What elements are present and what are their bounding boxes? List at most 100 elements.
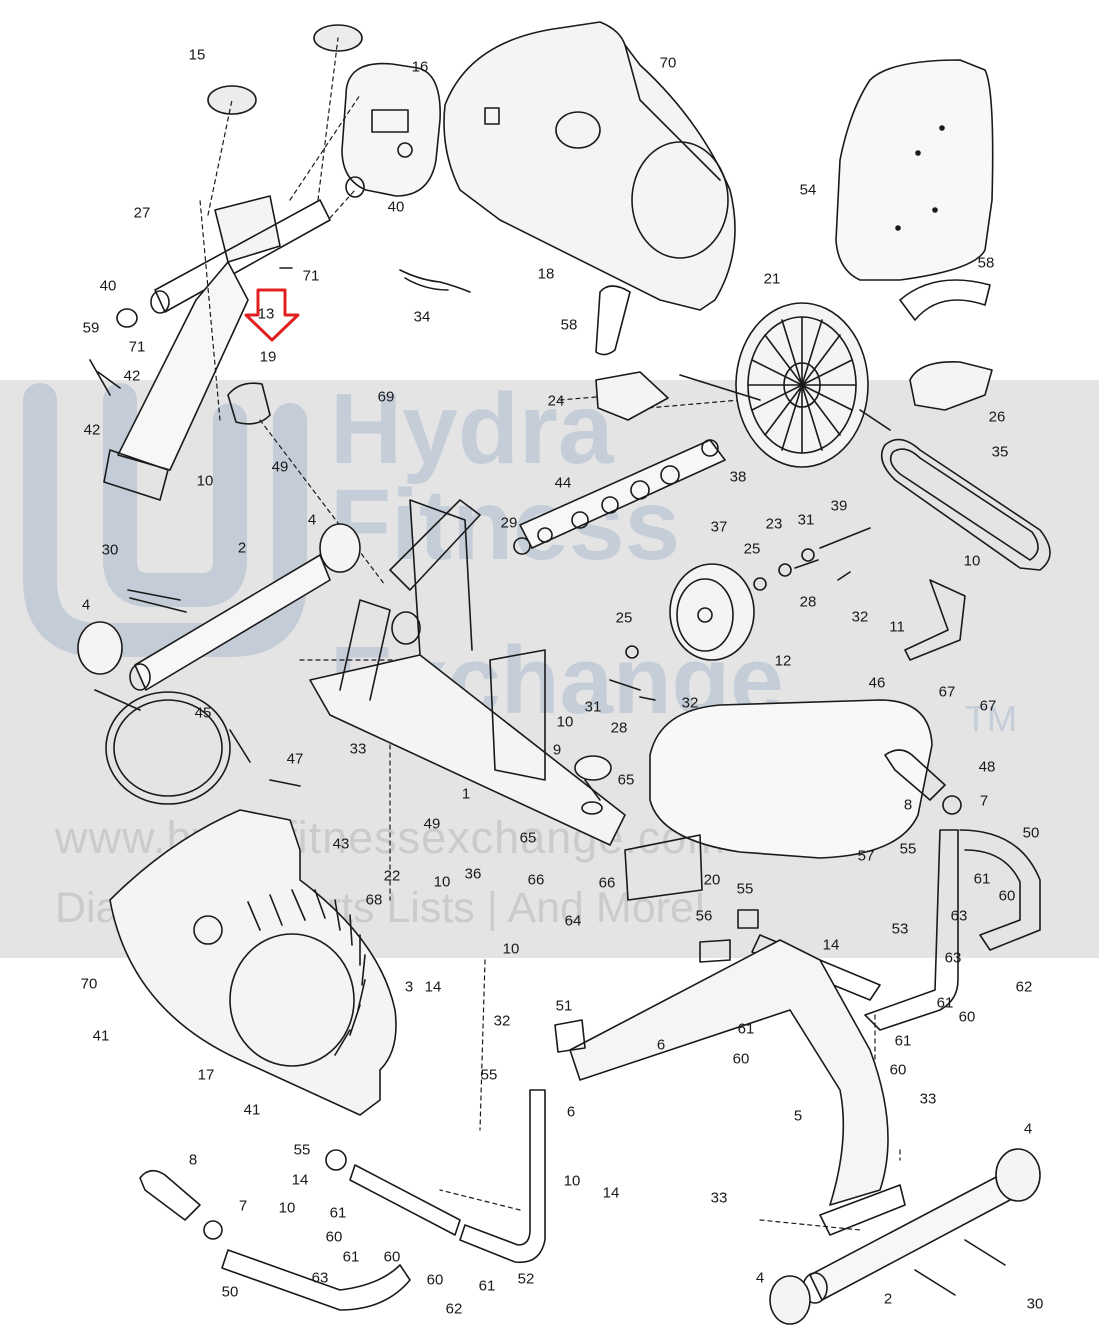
part-callout-41: 41 [243,1101,261,1119]
part-callout-24: 24 [547,392,565,410]
part-callout-11: 11 [889,618,905,636]
part-callout-3: 3 [404,978,414,996]
part-callout-37: 37 [710,518,728,536]
part-callout-42: 42 [83,421,101,439]
part-callout-30: 30 [101,541,119,559]
left-shroud-17 [109,809,397,1116]
part-callout-71: 71 [128,338,146,356]
console-parts [207,24,441,198]
part-callout-22: 22 [383,867,401,885]
part-callout-65: 65 [617,771,635,789]
part-callout-30: 30 [1026,1295,1044,1313]
part-callout-14: 14 [424,978,442,996]
part-callout-70: 70 [80,975,98,993]
part-callout-49: 49 [271,458,289,476]
part-callout-62: 62 [1015,978,1033,996]
part-callout-61: 61 [342,1248,360,1266]
part-callout-13: 13 [257,305,275,323]
part-callout-10: 10 [556,713,574,731]
part-callout-63: 63 [311,1269,329,1287]
part-callout-61: 61 [329,1204,347,1222]
small-hardware [513,527,966,701]
part-callout-32: 32 [493,1012,511,1030]
part-callout-61: 61 [894,1032,912,1050]
part-callout-2: 2 [237,539,247,557]
part-callout-35: 35 [991,443,1009,461]
part-callout-36: 36 [464,865,482,883]
knob-9 [574,755,612,815]
part-callout-44: 44 [554,474,572,492]
part-callout-10: 10 [502,940,520,958]
part-callout-54: 54 [799,181,817,199]
main-frame-1 [309,499,703,901]
part-callout-25: 25 [743,540,761,558]
part-callout-21: 21 [763,270,781,288]
part-callout-33: 33 [710,1189,728,1207]
part-callout-55: 55 [899,840,917,858]
part-callout-57: 57 [857,847,875,865]
part-callout-50: 50 [221,1283,239,1301]
part-callout-61: 61 [737,1020,755,1038]
watermark-tm: TM [965,698,1017,739]
part-callout-69: 69 [377,388,395,406]
part-callout-23: 23 [765,515,783,533]
part-callout-55: 55 [736,880,754,898]
flywheel-21 [679,302,891,468]
part-callout-19: 19 [259,348,277,366]
part-callout-10: 10 [963,552,981,570]
part-callout-41: 41 [92,1027,110,1045]
part-callout-63: 63 [950,907,968,925]
pulley-37 [669,563,755,661]
part-callout-42: 42 [123,367,141,385]
part-callout-4: 4 [307,511,317,529]
part-callout-33: 33 [919,1090,937,1108]
tension-cable-45 [94,689,301,805]
part-callout-55: 55 [293,1141,311,1159]
part-callout-14: 14 [602,1184,620,1202]
part-callout-10: 10 [563,1172,581,1190]
part-callout-71: 71 [302,267,320,285]
part-callout-33: 33 [349,740,367,758]
part-callout-4: 4 [1023,1120,1033,1138]
part-callout-70: 70 [659,54,677,72]
part-callout-34: 34 [413,308,431,326]
part-callout-5: 5 [793,1107,803,1125]
part-callout-60: 60 [889,1061,907,1079]
part-callout-61: 61 [936,994,954,1012]
part-callout-67: 67 [979,697,997,715]
part-callout-60: 60 [732,1050,750,1068]
part-callout-31: 31 [584,698,602,716]
part-callout-63: 63 [944,949,962,967]
part-callout-28: 28 [610,719,628,737]
part-callout-25: 25 [615,609,633,627]
part-callout-26: 26 [988,408,1006,426]
part-callout-1: 1 [461,785,471,803]
part-callout-7: 7 [238,1197,248,1215]
part-callout-47: 47 [286,750,304,768]
part-callout-6: 6 [566,1103,576,1121]
part-callout-8: 8 [188,1151,198,1169]
part-callout-4: 4 [755,1269,765,1287]
part-callout-60: 60 [383,1248,401,1266]
watermark-line-hydra: Hydra [330,373,614,485]
straps-58 [595,279,991,356]
part-callout-14: 14 [822,936,840,954]
part-callout-15: 15 [188,46,206,64]
part-callout-66: 66 [527,871,545,889]
part-callout-51: 51 [555,997,573,1015]
part-callout-10: 10 [278,1199,296,1217]
part-callout-60: 60 [958,1008,976,1026]
part-callout-9: 9 [552,741,562,759]
part-callout-14: 14 [291,1171,309,1189]
front-stabilizer-2 [77,523,361,691]
part-callout-17: 17 [197,1066,215,1084]
upright-handlebar [89,195,331,501]
part-callout-61: 61 [478,1277,496,1295]
part-callout-50: 50 [1022,824,1040,842]
part-callout-38: 38 [729,468,747,486]
part-callout-45: 45 [194,704,212,722]
part-callout-60: 60 [426,1271,444,1289]
part-callout-58: 58 [977,254,995,272]
